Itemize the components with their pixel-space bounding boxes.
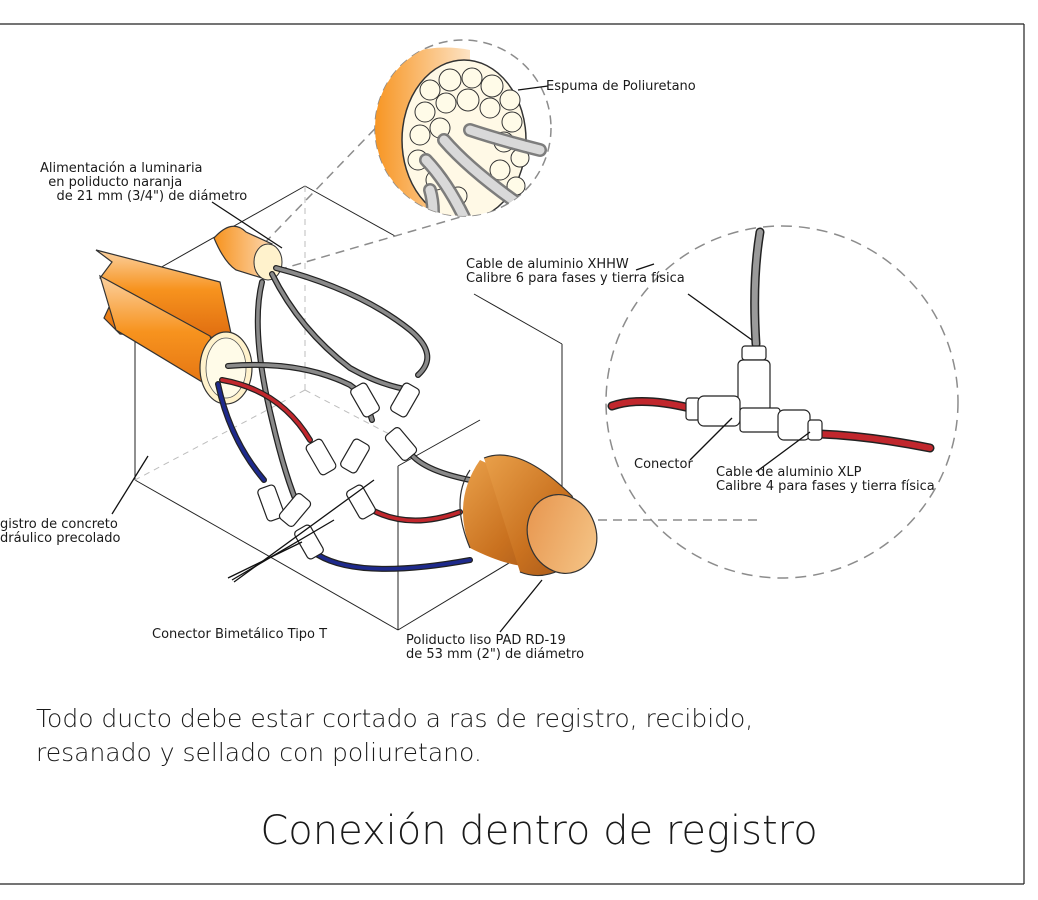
installation-note: Todo ducto debe estar cortado a ras de r…	[36, 704, 754, 767]
label-espuma: Espuma de Poliuretano	[546, 79, 696, 94]
magnifier-lines	[253, 109, 762, 521]
cables	[215, 265, 473, 572]
small-orange-duct	[213, 225, 283, 281]
page-title: Conexión dentro de registro	[260, 808, 818, 854]
detail-circle-connector	[605, 225, 959, 579]
page-frame	[0, 23, 1025, 885]
hidden-edges	[134, 186, 411, 481]
label-conector: Conector	[634, 457, 693, 472]
t-connectors	[257, 382, 420, 560]
label-alimentacion: Alimentación a luminaria en poliducto na…	[40, 161, 248, 204]
leader-lines	[111, 85, 811, 633]
foam-detail	[375, 47, 547, 216]
connector-detail	[607, 227, 935, 453]
label-cable-xhhw: Cable de aluminio XHHW Calibre 6 para fa…	[466, 257, 685, 286]
label-conector-bimetalico: Conector Bimetálico Tipo T	[152, 627, 328, 642]
pad-duct	[459, 454, 598, 577]
label-registro: gistro de concreto dráulico precolado	[0, 517, 121, 546]
label-poliducto-pad: Poliducto liso PAD RD-19 de 53 mm (2") d…	[406, 633, 585, 662]
label-cable-xlp: Cable de aluminio XLP Calibre 4 para fas…	[716, 465, 935, 494]
